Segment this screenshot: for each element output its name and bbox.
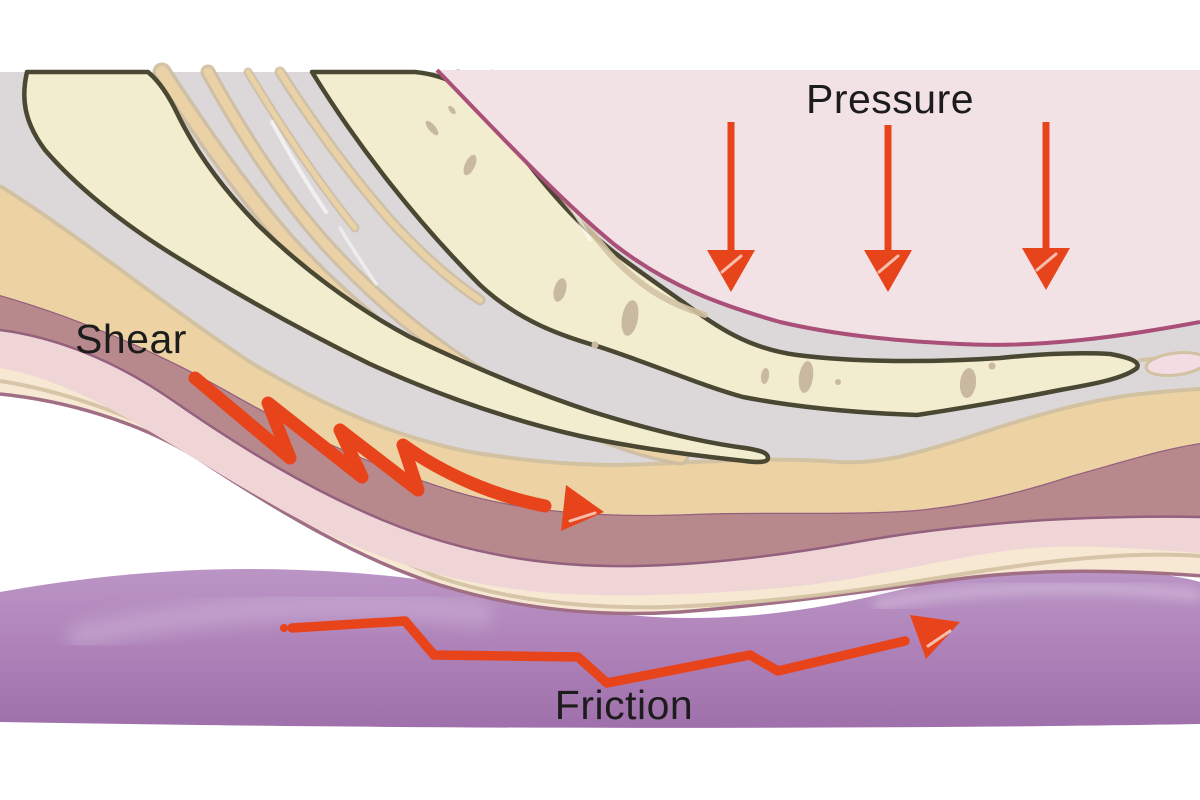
surface-highlight-right — [873, 581, 1200, 611]
bone-speckle — [835, 379, 841, 385]
pressure-arrow-3 — [1022, 122, 1070, 290]
tendon-stripe-4 — [277, 69, 483, 303]
bone-speckle — [959, 368, 977, 398]
shear-label: Shear — [75, 316, 187, 362]
support-surface — [0, 568, 1200, 728]
bone-speckle — [988, 362, 996, 370]
force-arrows — [188, 122, 1070, 688]
bone-speckle — [448, 105, 456, 115]
shear-arrow-zigzag — [188, 371, 552, 513]
bone-speckle — [553, 278, 567, 302]
friction-label: Friction — [555, 682, 693, 728]
pressure-arrow-1 — [707, 122, 755, 292]
pressure-arrow-2-gloss — [877, 254, 900, 274]
tissue-cross-section — [0, 62, 1200, 616]
bone-speckle — [463, 154, 477, 176]
bone-head — [437, 70, 1200, 345]
pressure-arrow-2 — [864, 125, 912, 292]
stripe-gloss-2 — [338, 226, 378, 286]
pressure-label: Pressure — [806, 76, 974, 122]
bone-speckle — [591, 341, 599, 349]
diagram-labels: Pressure Shear Friction — [75, 76, 974, 728]
friction-arrow-zigzag — [287, 616, 910, 688]
muscle-lower-outline — [0, 328, 1200, 568]
pink-pocket — [1144, 350, 1200, 378]
bone-head-outline — [435, 68, 1200, 347]
friction-arrow-gloss — [926, 629, 952, 648]
bone-speckle — [621, 300, 639, 336]
friction-arrow-start-dot — [280, 624, 288, 632]
friction-arrow-head — [910, 615, 960, 659]
pressure-arrow-3-gloss — [1035, 252, 1058, 272]
shear-arrow — [188, 371, 604, 531]
tendon-stripe-3 — [245, 69, 358, 231]
friction-arrow — [280, 615, 960, 688]
pressure-arrow-2-head — [864, 250, 912, 292]
pressure-arrow-1-head — [707, 250, 755, 292]
shear-arrow-gloss — [568, 511, 597, 523]
fat-top-tan-line — [0, 184, 1200, 468]
surface-highlight-left — [67, 592, 493, 649]
bone-speckle — [798, 361, 814, 393]
pressure-arrow-3-head — [1022, 248, 1070, 290]
lower-bone — [22, 69, 771, 465]
stripe-gloss-1 — [270, 120, 328, 214]
bone-speckle — [425, 120, 439, 136]
bone-speckles — [425, 105, 996, 398]
pressure-arrow-1-gloss — [720, 254, 743, 274]
skin-dermis-layer — [0, 330, 1200, 596]
bone-speckle — [760, 368, 770, 384]
muscle-layer — [0, 295, 1200, 567]
